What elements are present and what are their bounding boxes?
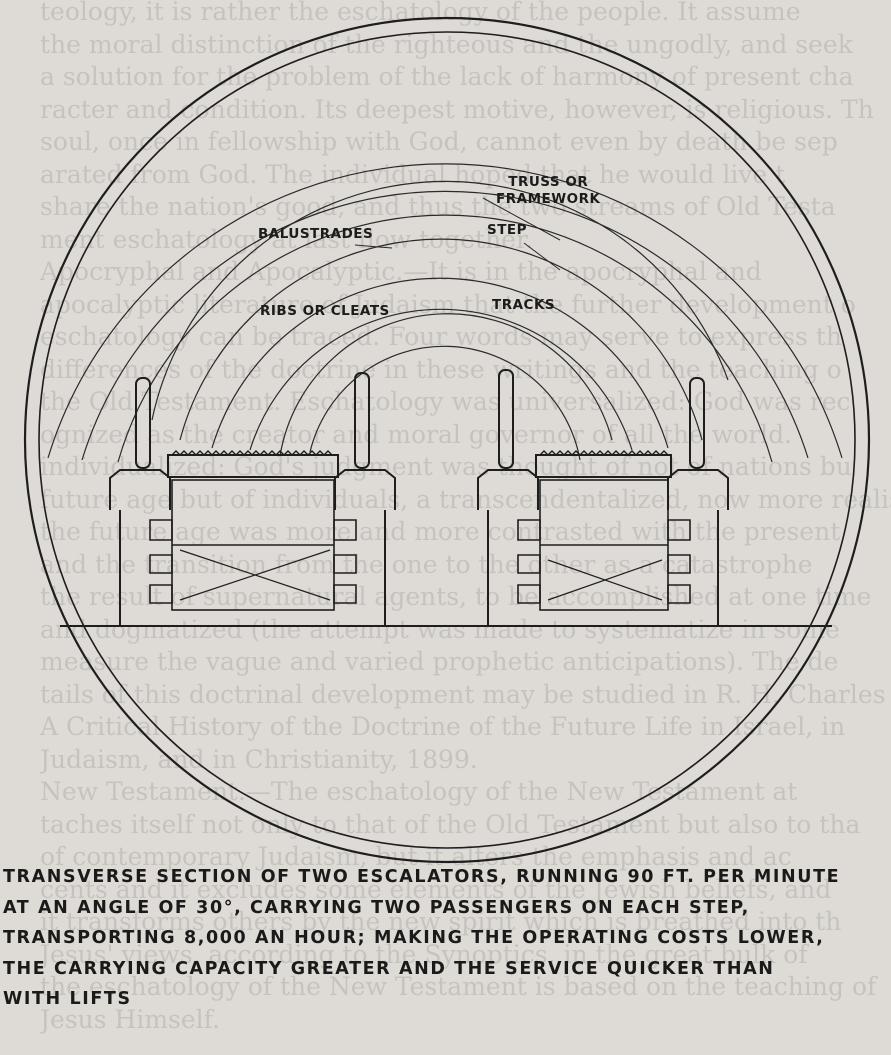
figure-caption: TRANSVERSE SECTION OF TWO ESCALATORS, RU… [3, 862, 888, 1015]
label-truss-framework: TRUSS OR FRAMEWORK [496, 174, 600, 208]
track-wheels-left [517, 519, 541, 604]
leader-line [354, 244, 393, 249]
bleed-line: cents and it excludes some elements of t… [40, 874, 832, 904]
bleed-line: measure the vague and varied prophetic a… [40, 647, 839, 676]
truss-arc [179, 238, 703, 441]
bleed-line: the Old Testament. Eschatology was unive… [40, 387, 851, 416]
caption-line: AT AN ANGLE OF 30°, CARRYING TWO PASSENG… [3, 897, 750, 918]
bleed-line: the future age was more and more contras… [40, 517, 841, 546]
truss-arc [279, 313, 613, 457]
label-balustrades: BALUSTRADES [258, 226, 374, 242]
left-truss-body [477, 469, 539, 510]
step-cleats [171, 450, 333, 456]
truss-arc [47, 163, 843, 459]
track-wheels-left [149, 519, 173, 604]
bleed-line: the moral distinction of the righteous a… [40, 29, 853, 59]
label-ribs-or-cleats: RIBS OR CLEATS [260, 303, 390, 319]
leader-line [523, 242, 561, 271]
caption-line: TRANSPORTING 8,000 AN HOUR; MAKING THE O… [3, 928, 825, 948]
bleed-through-text: teology, it is rather the eschatology of… [40, 0, 891, 1036]
left-truss-body [109, 469, 171, 510]
bleed-line: A Critical History of the Doctrine of th… [40, 712, 846, 741]
right-escalator [477, 369, 729, 626]
bleed-line: the eschatology of the New Testament is … [40, 972, 877, 1001]
bleed-line: it transforms others by the new spirit w… [40, 907, 842, 936]
caption-line: TRANSVERSE SECTION OF TWO ESCALATORS, RU… [3, 867, 841, 887]
left-balustrade-post [498, 369, 514, 469]
frame-outer-circle [23, 16, 871, 864]
label-framework-line: FRAMEWORK [496, 191, 601, 207]
bleed-line: differences of the doctrine in these wri… [40, 354, 842, 384]
truss-arc [81, 190, 809, 461]
step-tread [167, 454, 339, 478]
bleed-line: share the nation's good, and thus the tw… [40, 192, 836, 221]
truss-arc [309, 345, 581, 461]
bleed-line: tails of this doctrinal development may … [40, 679, 886, 709]
leader-line [482, 197, 561, 241]
step-cleats [539, 450, 669, 456]
left-escalator [109, 372, 396, 626]
frame-inner-circle [38, 31, 856, 849]
bleed-line: and dogmatized (the attempt was made to … [40, 614, 840, 644]
right-truss-body [334, 469, 396, 510]
left-balustrade-post [135, 377, 151, 469]
bleed-line: the result of supernatural agents, to be… [40, 582, 872, 611]
bleed-line: Jesus' views, according to the Synoptics… [40, 939, 808, 969]
step-tread [535, 454, 672, 478]
bleed-line: racter and condition. Its deepest motive… [40, 94, 874, 124]
caption-line: THE CARRYING CAPACITY GREATER AND THE SE… [3, 958, 775, 979]
bleed-line: taches itself not only to that of the Ol… [40, 809, 861, 839]
track-wheels-right [667, 519, 691, 604]
caption-line: WITH LIFTS [3, 989, 132, 1009]
truss-arc [151, 180, 729, 421]
right-truss-body [667, 469, 729, 510]
bleed-line: teology, it is rather the eschatology of… [40, 0, 801, 26]
track-wheels-right [333, 519, 357, 604]
bleed-line: a solution for the problem of the lack o… [40, 62, 854, 91]
truss-arc [117, 214, 773, 463]
step-brace [547, 559, 663, 601]
step-brace [179, 549, 331, 601]
truss-arc [211, 277, 669, 449]
bleed-line: Judaism, and in Christianity, 1899. [40, 744, 478, 774]
bleed-line: Jesus Himself. [40, 1004, 220, 1034]
label-step: STEP [487, 222, 528, 238]
label-tracks: TRACKS [492, 297, 556, 313]
label-truss-line: TRUSS OR [508, 174, 589, 190]
right-balustrade-post [354, 372, 370, 469]
bleed-line: future age but of individuals, a transce… [40, 484, 891, 514]
truss-arc [249, 308, 633, 451]
right-balustrade-post [689, 377, 705, 469]
bleed-line: soul, once in fellowship with God, canno… [40, 127, 838, 156]
